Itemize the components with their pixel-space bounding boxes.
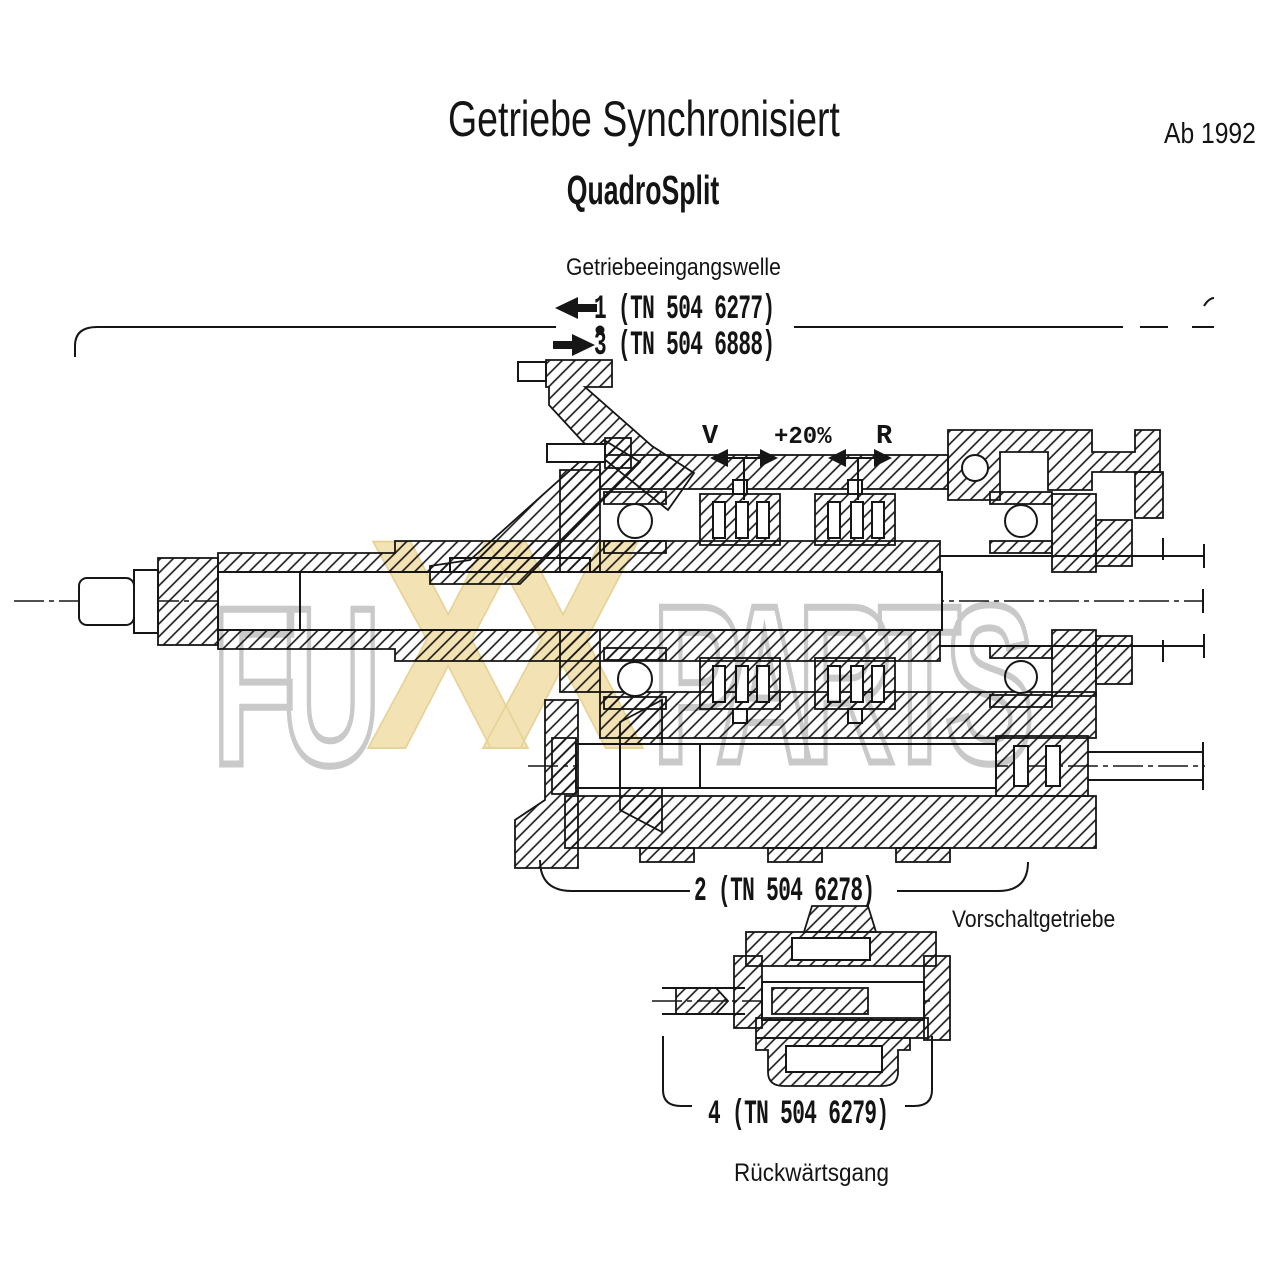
part4-bracket	[662, 1036, 933, 1107]
top-right-housing	[947, 429, 1164, 685]
top-callout-bracket	[74, 297, 1215, 357]
watermark-text-parts: PARTS	[652, 559, 1030, 810]
part3-callout: 3 (TN 504 6888)	[594, 327, 775, 365]
part2-bracket	[539, 859, 1029, 892]
part3-arrow-icon	[553, 334, 595, 356]
lever-bolt	[517, 361, 547, 382]
page-title: Getriebe Synchronisiert	[448, 91, 840, 147]
reverse-gear-unit	[652, 905, 951, 1087]
left-flange	[514, 699, 579, 869]
splitter-label: Vorschaltgetriebe	[952, 906, 1116, 933]
reverse-range-arrow-icon	[828, 449, 892, 500]
reverse-gear-label: Rückwärtsgang	[734, 1159, 890, 1187]
input-shaft	[78, 557, 943, 646]
gear-cluster-forward-bottom	[699, 657, 781, 724]
reverse-marker-label: R	[876, 422, 893, 452]
model-year-label: Ab 1992	[1164, 118, 1256, 150]
housing-bolt-hole	[961, 454, 989, 482]
countershaft	[528, 698, 1205, 834]
part1-callout: 1 (TN 504 6277)	[594, 291, 775, 329]
gear-cluster-reverse-top	[814, 479, 896, 546]
part1-arrow-icon	[555, 297, 597, 319]
page-subtitle: QuadroSplit	[566, 167, 720, 213]
bearing-top-right	[989, 491, 1053, 554]
bearing-bottom-right	[989, 645, 1053, 708]
watermark-text-xx: XX	[366, 478, 646, 813]
reference-dot	[595, 325, 605, 335]
forward-range-arrow-icon	[710, 449, 778, 500]
part2-callout: 2 (TN 504 6278)	[694, 873, 875, 911]
gear-cluster-reverse-bottom	[814, 657, 896, 724]
clutch-release-lever	[429, 359, 696, 585]
watermark-text-fu: FU	[212, 561, 373, 812]
output-shaft	[940, 538, 1205, 662]
part4-callout: 4 (TN 504 6279)	[708, 1096, 889, 1134]
forward-marker-label: V	[702, 422, 719, 452]
split-ratio-label: +20%	[774, 424, 832, 451]
bearing-top-left	[603, 491, 667, 554]
input-shaft-label: Getriebeeingangswelle	[566, 254, 781, 281]
